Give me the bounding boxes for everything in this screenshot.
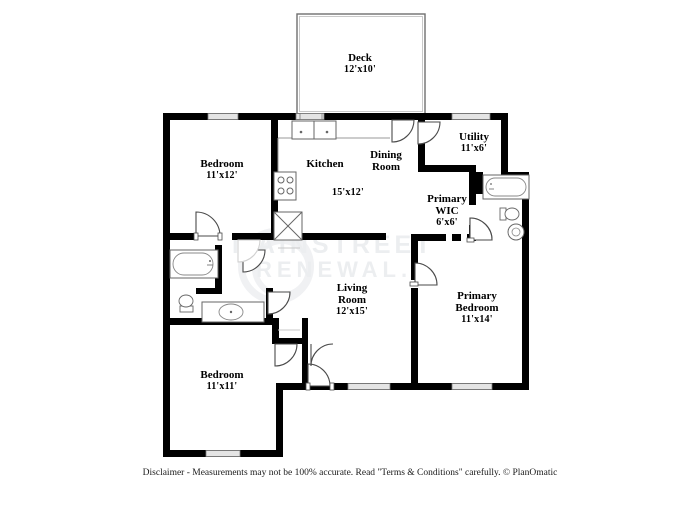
room-dimensions-kitchen: 15'x12'	[332, 187, 364, 198]
disclaimer-text: Disclaimer - Measurements may not be 100…	[142, 468, 558, 478]
room-name-primary-wic: Primary WIC	[427, 193, 467, 217]
room-name-bedroom-3: Bedroom	[200, 369, 244, 381]
hall-bath-tub-icon	[169, 249, 219, 279]
room-label-primary-bedroom: Primary Bedroom 11'x14'	[437, 290, 517, 326]
room-dimensions-kitchen-wrap: 15'x12'	[308, 187, 388, 199]
room-dimensions-primary-bedroom: 11'x14'	[461, 314, 493, 325]
room-name-deck: Deck	[348, 52, 372, 64]
room-dimensions-primary-wic: 6'x6'	[436, 217, 458, 228]
room-dimensions-bedroom-3: 11'x11'	[206, 381, 238, 392]
room-dimensions-deck: 12'x10'	[344, 64, 376, 75]
room-label-dining-room: Dining Room	[351, 149, 421, 173]
primary-bath-toilet-icon	[499, 207, 520, 221]
kitchen-appliance-icon	[273, 211, 303, 241]
hall-bath-sink-icon	[201, 301, 265, 323]
room-name-utility: Utility	[459, 131, 489, 143]
primary-bath-fixtures	[482, 174, 530, 241]
deck-outline	[296, 13, 426, 115]
room-label-living-room: Living Room 12'x15'	[317, 282, 387, 318]
room-dimensions-bedroom-2: 11'x12'	[206, 170, 238, 181]
room-name-primary-bedroom: Primary Bedroom	[455, 290, 499, 314]
room-label-bedroom-2: Bedroom 11'x12'	[172, 158, 272, 182]
room-label-primary-wic: Primary WIC 6'x6'	[412, 193, 482, 229]
primary-bath-sink-icon	[507, 223, 525, 241]
primary-bath-tub-icon	[482, 174, 530, 200]
doors	[195, 119, 493, 387]
hall-bath-fixtures	[169, 249, 265, 323]
room-name-bedroom-2: Bedroom	[200, 158, 244, 170]
room-label-bedroom-3: Bedroom 11'x11'	[172, 369, 272, 393]
room-dimensions-utility: 11'x6'	[460, 143, 488, 154]
kitchen-range-icon	[273, 171, 297, 201]
room-name-kitchen: Kitchen	[306, 158, 344, 170]
kitchen-fixtures	[273, 120, 390, 241]
room-label-kitchen: Kitchen	[285, 158, 365, 170]
closet-shelving	[278, 247, 300, 331]
kitchen-sink-icon	[291, 120, 337, 140]
windows	[205, 113, 493, 457]
room-dimensions-living-room: 12'x15'	[336, 306, 368, 317]
room-name-living-room: Living Room	[336, 282, 368, 306]
room-label-deck: Deck 12'x10'	[310, 52, 410, 76]
door-jambs	[193, 232, 475, 391]
room-name-dining-room: Dining Room	[370, 149, 402, 173]
hall-bath-toilet-icon	[178, 294, 194, 313]
room-label-utility: Utility 11'x6'	[434, 131, 514, 155]
